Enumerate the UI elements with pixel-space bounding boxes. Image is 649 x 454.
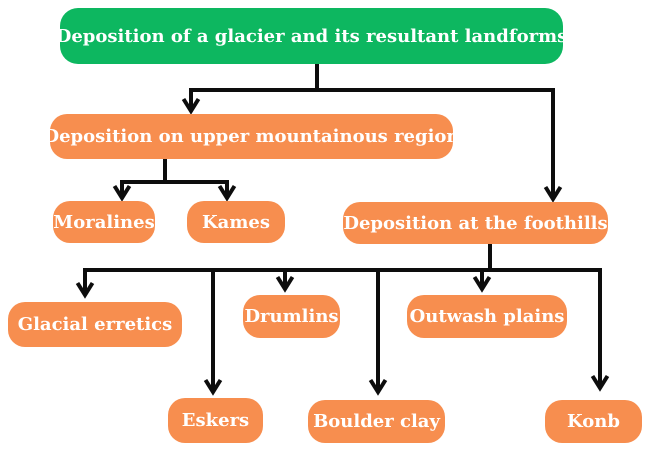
arrowhead-konb — [590, 374, 610, 392]
arrowhead-drumlins — [275, 275, 295, 293]
node-glacial-erretics: Glacial erretics — [8, 302, 182, 347]
node-outwash-plains: Outwash plains — [407, 295, 567, 338]
arrowhead-kames — [217, 184, 237, 202]
node-boulder-clay: Boulder clay — [308, 400, 445, 443]
node-konb: Konb — [545, 400, 642, 443]
arrowhead-foothills — [543, 185, 563, 203]
arrowhead-eskers — [203, 378, 223, 396]
node-drumlins: Drumlins — [243, 295, 340, 338]
arrowhead-moralines — [112, 184, 132, 202]
node-eskers: Eskers — [168, 398, 263, 443]
node-upper-region: Deposition on upper mountainous region — [43, 114, 460, 159]
arrowhead-glacial — [75, 281, 95, 299]
node-root: Deposition of a glacier and its resultan… — [56, 8, 567, 64]
node-foothills: Deposition at the foothills — [343, 202, 608, 244]
node-kames: Kames — [187, 201, 285, 243]
arrowhead-upper — [181, 97, 201, 115]
arrowhead-boulder — [368, 378, 388, 396]
arrowhead-outwash — [472, 275, 492, 293]
node-moralines: Moralines — [53, 201, 155, 243]
